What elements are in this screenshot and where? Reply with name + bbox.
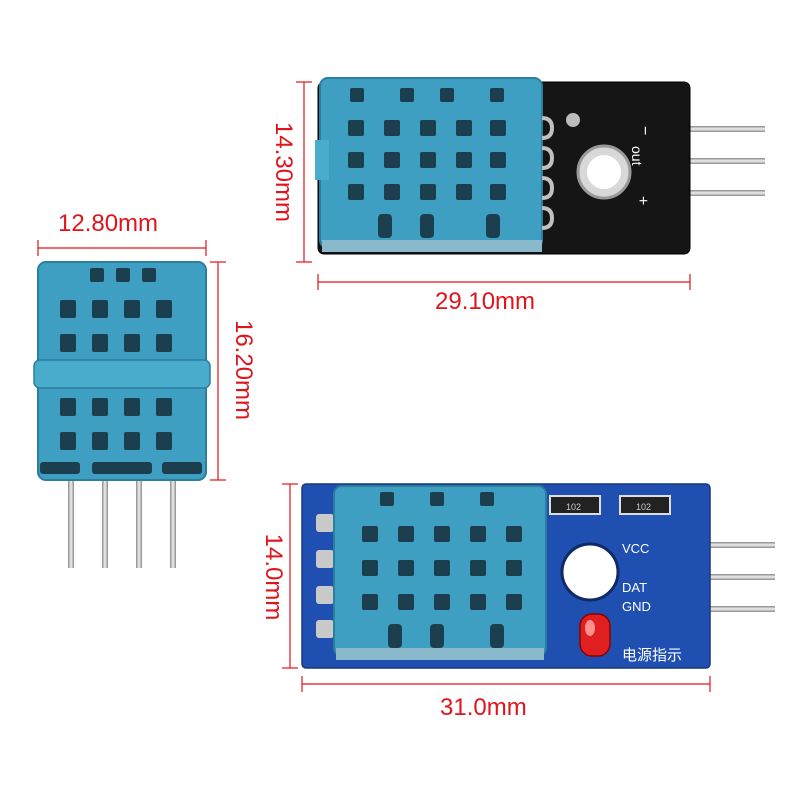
dim-lines-blue <box>282 483 711 692</box>
dim-label-blue-width: 31.0mm <box>440 694 527 721</box>
dim-lines-black <box>296 81 691 290</box>
pin-label-out: out <box>629 146 645 166</box>
dim-label-black-height: 14.30mm <box>270 121 297 223</box>
led <box>579 613 611 657</box>
sensor-leg <box>102 478 108 568</box>
dim-label-black-width: 29.10mm <box>435 288 536 315</box>
resistor-code: 102 <box>636 502 651 512</box>
resistor-code: 102 <box>566 502 581 512</box>
pin-label-gnd: GND <box>622 599 651 614</box>
sensor-leg <box>136 478 142 568</box>
bare-sensor <box>33 261 211 568</box>
dim-label-bare-height: 16.20mm <box>230 319 257 421</box>
pin-label-dat: DAT <box>622 580 647 595</box>
power-indicator-label: 电源指示 <box>622 646 682 664</box>
dim-label-bare-width: 12.80mm <box>58 210 159 237</box>
sensor-grid <box>40 268 202 474</box>
pin-label-vcc: VCC <box>622 541 649 556</box>
pin-label-plus: + <box>634 196 651 205</box>
pin-label-minus: − <box>636 126 653 135</box>
mount-hole <box>560 542 620 602</box>
blue-module: 102 102 VCC DAT GND 电源指示 <box>301 483 775 669</box>
sensor-leg <box>170 478 176 568</box>
black-module: − out + <box>315 77 765 255</box>
sensor-leg <box>68 478 74 568</box>
dim-lines-bare <box>37 240 226 481</box>
dim-label-blue-height: 14.0mm <box>260 533 287 621</box>
